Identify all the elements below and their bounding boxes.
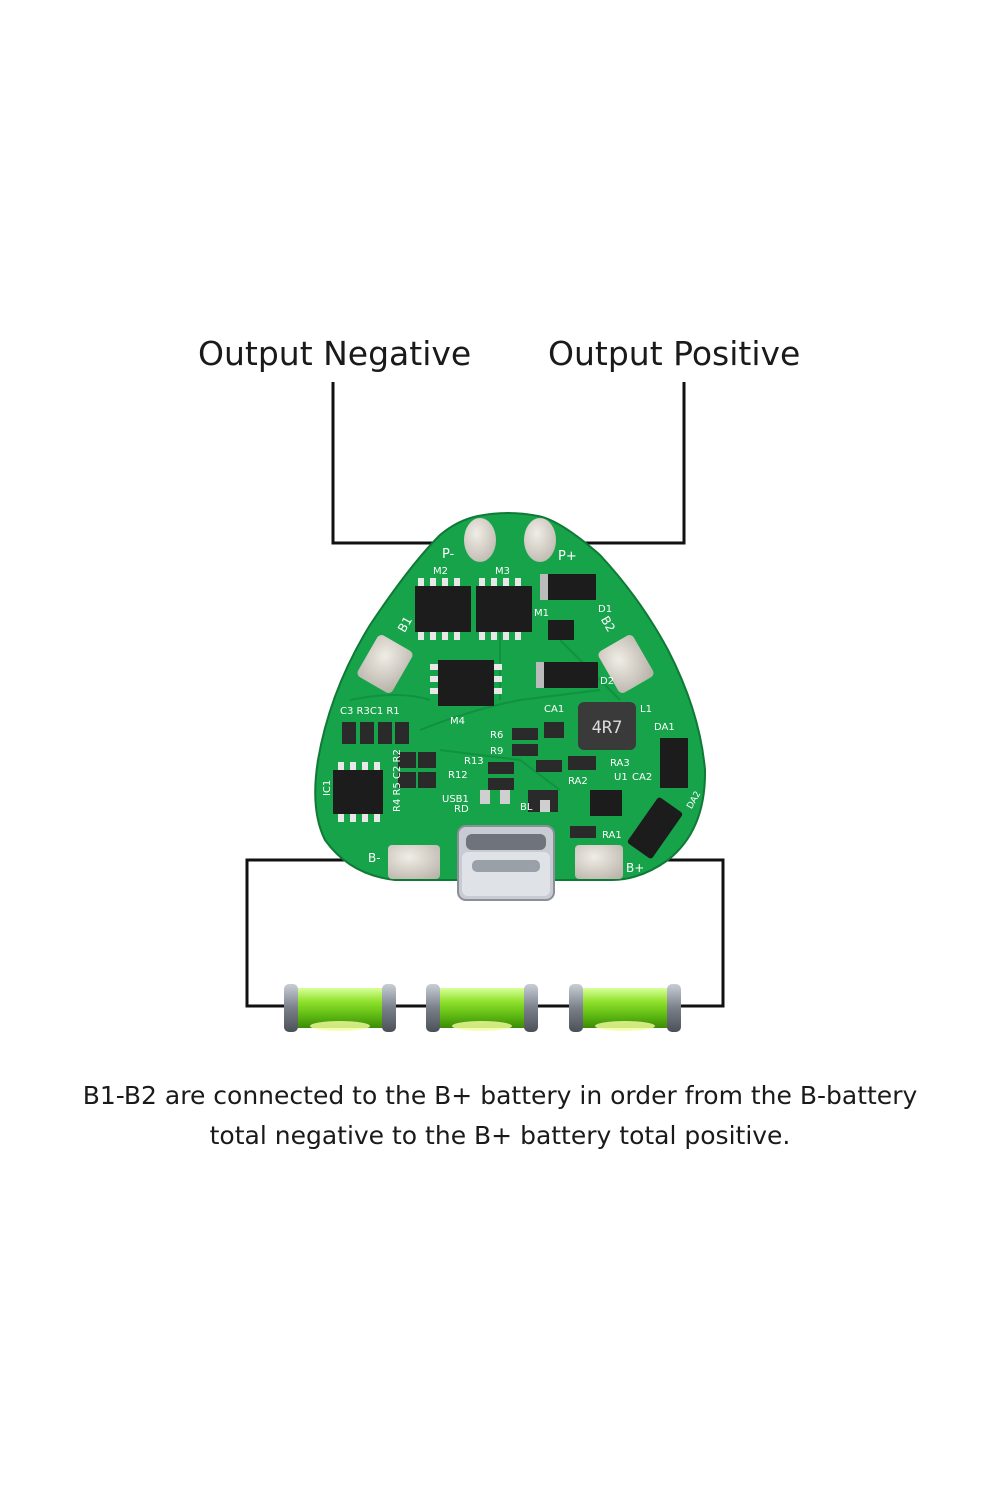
pcb-outline [314, 512, 707, 881]
silk-bl: BL [520, 802, 533, 813]
pcb-board: 4R7 [314, 512, 707, 901]
chip-u1 [590, 790, 622, 816]
diode-da2 [627, 797, 683, 859]
silk-ca2: CA2 [632, 772, 652, 783]
silk-d2: D2 [600, 676, 614, 687]
silk-m4: M4 [450, 716, 465, 727]
silk-l1: L1 [640, 704, 652, 715]
silk-r6: R6 [490, 730, 503, 741]
p-minus-pad [464, 518, 496, 562]
output-wires [331, 382, 686, 545]
silk-b-plus: B+ [626, 861, 644, 875]
silk-b1: B1 [395, 614, 415, 635]
silk-r9: R9 [490, 746, 503, 757]
inductor-marking: 4R7 [592, 718, 623, 738]
chip-m2 [415, 586, 471, 632]
silk-r13: R13 [464, 756, 484, 767]
silk-m1: M1 [534, 608, 549, 619]
silk-ra2: RA2 [568, 776, 588, 787]
output-positive-wire [556, 382, 686, 545]
silk-usb1: USB1 [442, 794, 469, 805]
b-plus-wire [620, 858, 725, 1008]
chip-m3 [476, 586, 532, 632]
silk-ic1: IC1 [322, 780, 333, 796]
output-positive-label: Output Positive [548, 334, 801, 373]
silk-rd: RD [454, 804, 469, 815]
inductor-l1 [578, 702, 636, 750]
b2-pad [598, 635, 654, 693]
silk-da1: DA1 [654, 722, 675, 733]
silk-d1: D1 [598, 604, 612, 615]
output-negative-label: Output Negative [198, 334, 472, 373]
chip-m1 [548, 620, 574, 640]
silk-b-minus: B- [368, 851, 381, 865]
diode-da1 [660, 738, 688, 788]
diode-d1 [540, 574, 596, 600]
silk-ra3: RA3 [610, 758, 630, 769]
battery-3 [569, 984, 681, 1032]
silk-m3: M3 [495, 566, 510, 577]
b-minus-wire [245, 858, 388, 1008]
diode-d2 [536, 662, 598, 688]
silk-p-plus: P+ [558, 549, 577, 564]
chip-ic1 [333, 770, 383, 814]
b-minus-pad [388, 845, 440, 879]
caption-line-2: total negative to the B+ battery total p… [209, 1121, 791, 1150]
silk-b2: B2 [598, 614, 618, 635]
silk-u1: U1 [614, 772, 628, 783]
silk-r12: R12 [448, 770, 468, 781]
p-plus-pad [524, 518, 556, 562]
silk-r-group: C3 R3C1 R1 [340, 706, 400, 717]
silk-p-minus: P- [442, 547, 455, 562]
b-plus-pad [575, 845, 623, 879]
battery-2 [426, 984, 538, 1032]
silk-m2: M2 [433, 566, 448, 577]
chip-m4 [438, 660, 494, 706]
b1-pad [357, 635, 413, 693]
battery-pack [284, 984, 681, 1032]
caption: B1-B2 are connected to the B+ battery in… [0, 1076, 1000, 1156]
silk-ca1: CA1 [544, 704, 564, 715]
silk-ra1: RA1 [602, 830, 622, 841]
caption-line-1: B1-B2 are connected to the B+ battery in… [82, 1081, 918, 1110]
battery-1 [284, 984, 396, 1032]
output-negative-wire [331, 382, 460, 545]
silk-r-vertical: R4 R5 C2 R2 [392, 749, 403, 812]
